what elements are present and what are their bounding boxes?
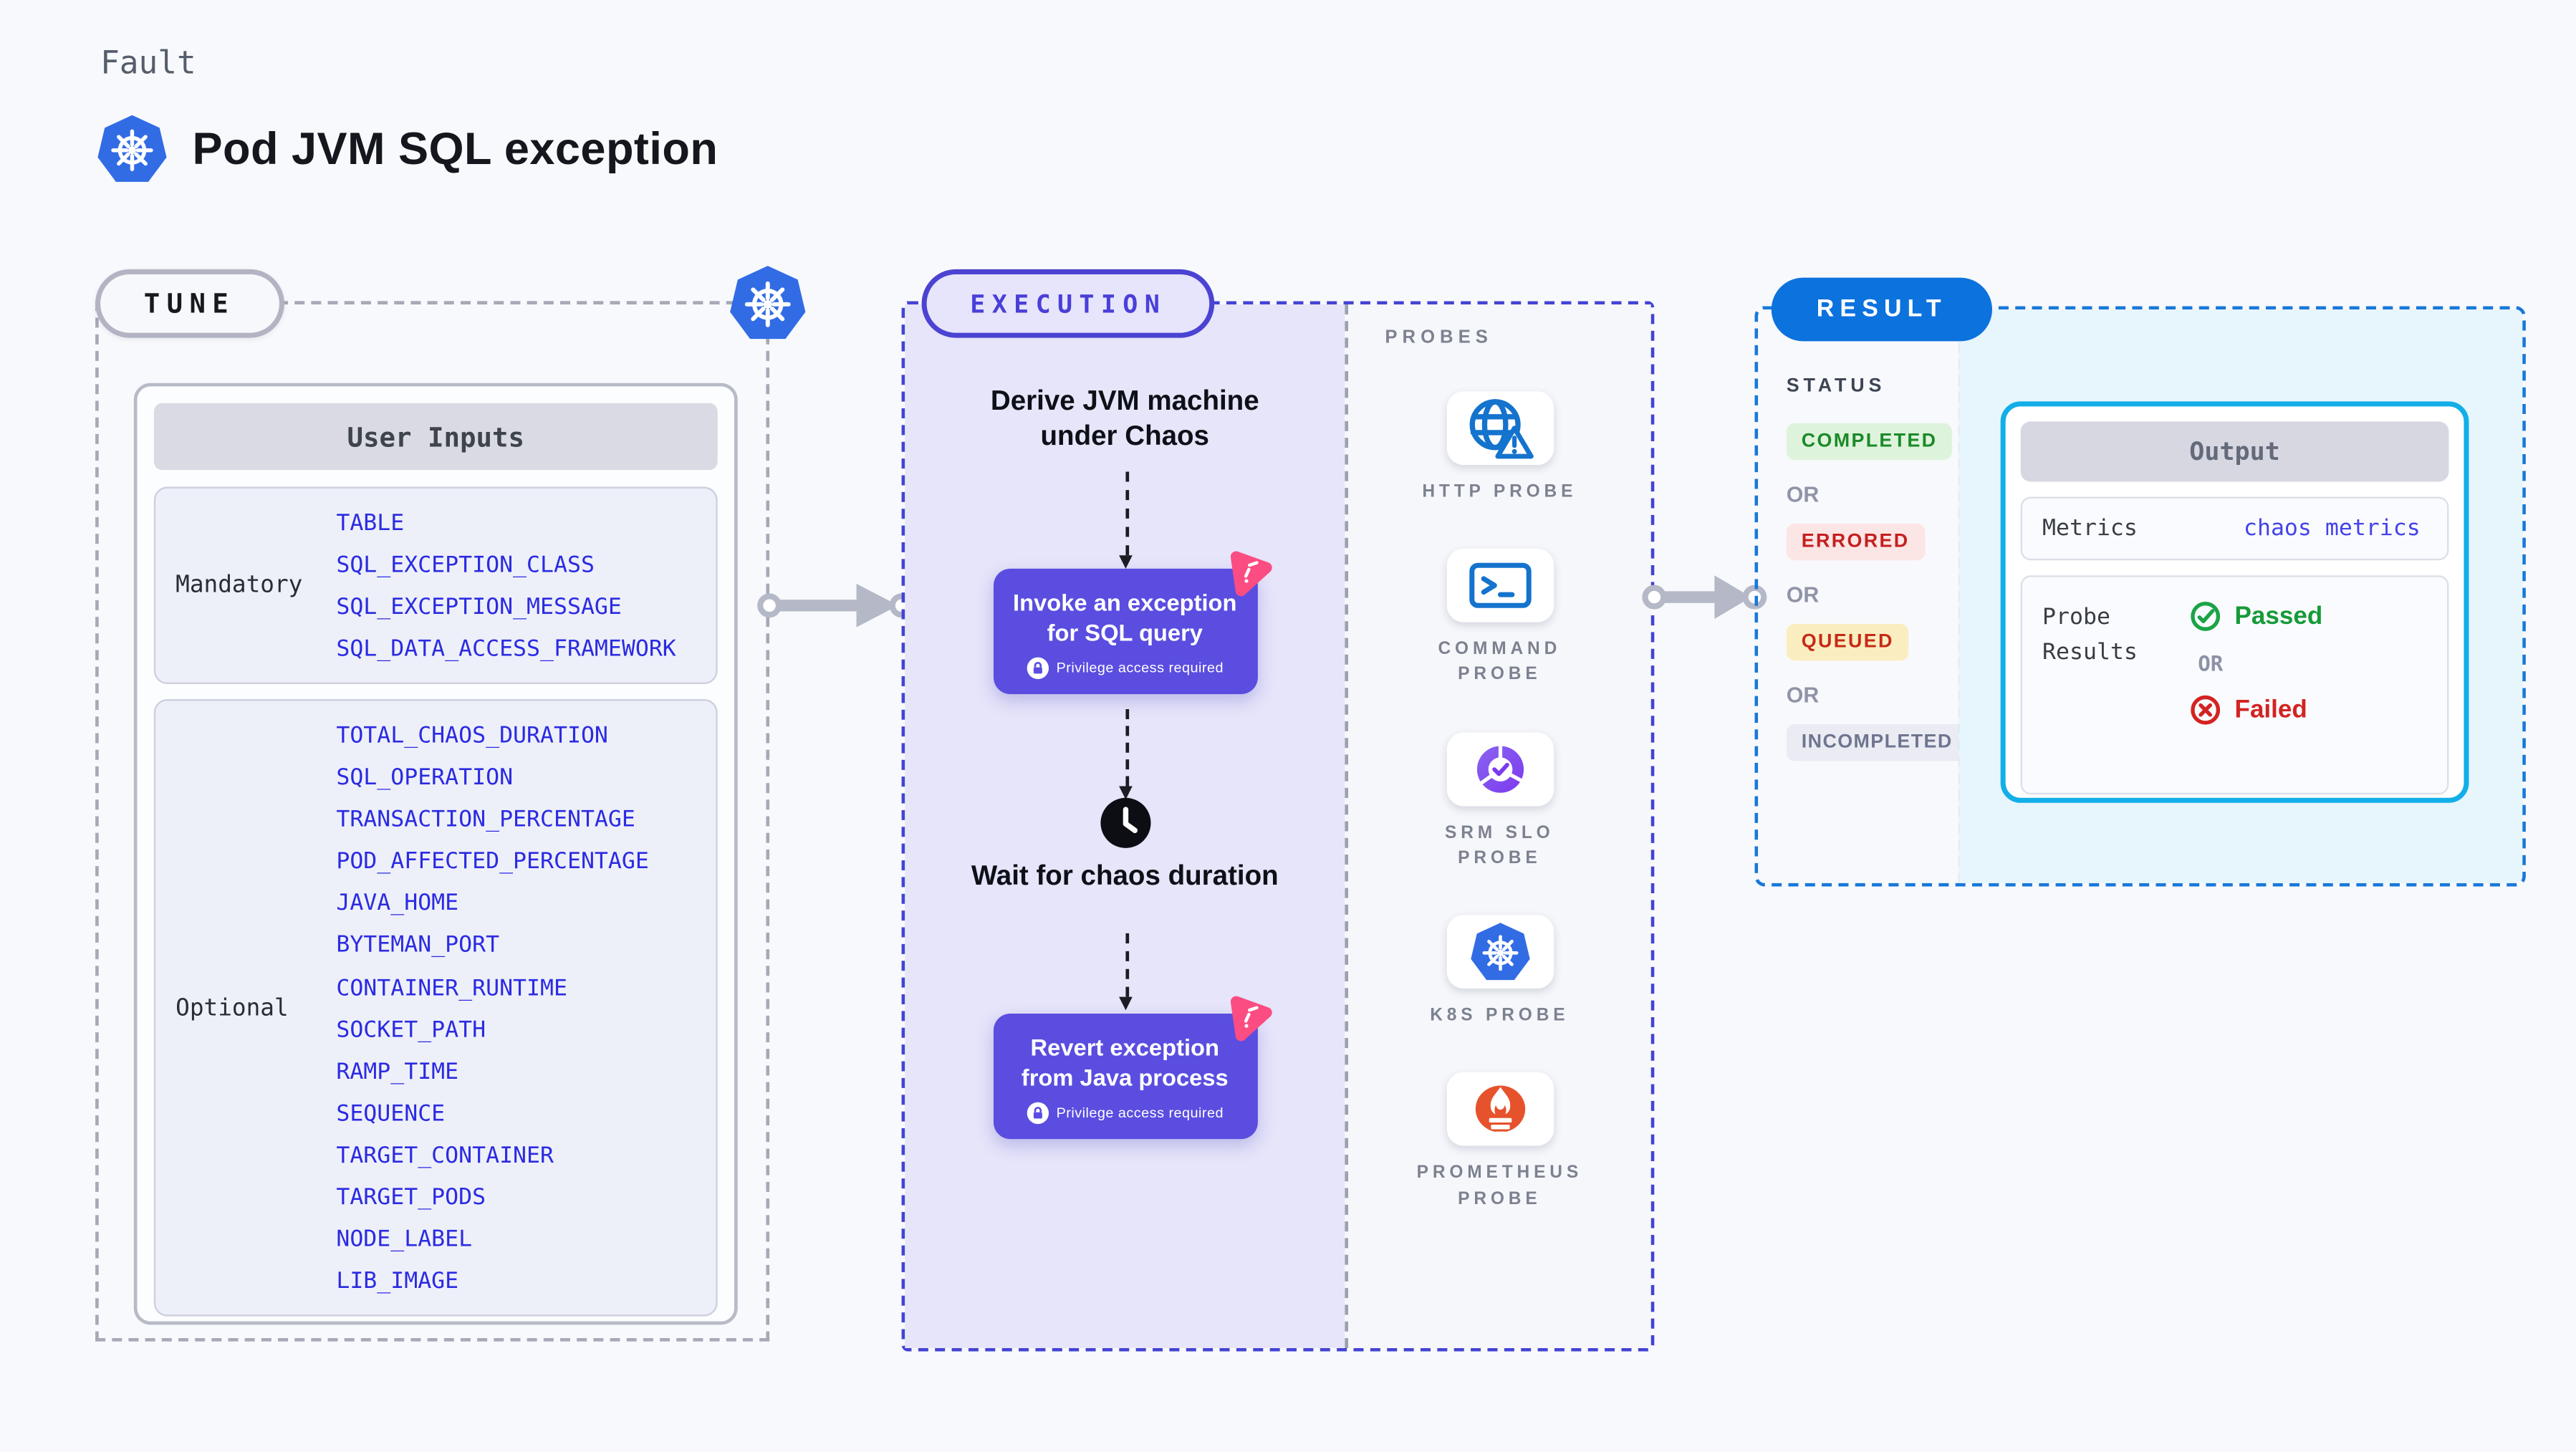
probes-panel: PROBES — [1345, 304, 1651, 1349]
or-label: OR — [1786, 481, 1820, 507]
or-label: OR — [1786, 682, 1820, 708]
page-header: Pod JVM SQL exception — [97, 114, 718, 184]
probes-to-result-arrow — [1642, 575, 1767, 619]
param-label: RAMP_TIME — [336, 1058, 459, 1085]
lock-icon — [1026, 657, 1048, 679]
invoke-exception-title: Invoke an exception for SQL query — [1013, 588, 1237, 647]
optional-param-list: TOTAL_CHAOS_DURATION SQL_OPERATION TRANSAC… — [336, 716, 716, 1299]
status-title: STATUS — [1786, 376, 1886, 397]
status-badge-completed: COMPLETED — [1786, 423, 1953, 461]
step-wait-duration: Wait for chaos duration — [971, 861, 1279, 892]
probe-results-label: Probe Results — [2042, 603, 2138, 666]
kubernetes-icon — [729, 264, 806, 341]
fault-kicker: Fault — [100, 45, 196, 82]
probe-item-k8s: K8S PROBE — [1406, 915, 1594, 1029]
clock-icon — [1098, 796, 1152, 857]
probe-item-prometheus: PROMETHEUS PROBE — [1406, 1072, 1594, 1212]
optional-params-row: Optional TOTAL_CHAOS_DURATION SQL_OPERATI… — [153, 699, 718, 1317]
output-title: Output — [2020, 421, 2449, 482]
failed-state: Failed — [2190, 694, 2323, 726]
passed-state: Passed — [2190, 600, 2322, 632]
status-badge-queued: QUEUED — [1786, 623, 1909, 661]
x-circle-icon — [2191, 695, 2221, 725]
mandatory-param-list: TABLE SQL_EXCEPTION_CLASS SQL_EXCEPTION_ME… — [336, 504, 716, 668]
prometheus-probe-icon — [1446, 1072, 1554, 1147]
status-badge-incompleted: INCOMPLETED — [1786, 724, 1968, 761]
litmus-chaos-icon — [1222, 992, 1276, 1046]
result-section: RESULT STATUS COMPLETED OR ERRORED OR QU… — [1754, 277, 2526, 887]
chaos-metrics-link: chaos metrics — [2244, 515, 2421, 542]
probe-results-states: Passed OR Failed — [2190, 600, 2323, 769]
srm-slo-probe-icon — [1446, 731, 1554, 806]
revert-exception-node: Revert exception from Java process Privi… — [992, 1014, 1257, 1139]
param-label: BYTEMAN_PORT — [336, 932, 500, 960]
param-label: TOTAL_CHAOS_DURATION — [336, 722, 608, 750]
execution-section: EXECUTION Derive JVM machine under Chaos… — [901, 269, 1655, 1352]
metrics-row: Metrics chaos metrics — [2020, 496, 2449, 561]
command-probe-icon — [1446, 549, 1554, 623]
http-probe-icon — [1446, 391, 1554, 466]
param-label: SQL_DATA_ACCESS_FRAMEWORK — [336, 635, 676, 663]
param-label: SEQUENCE — [336, 1100, 446, 1128]
flow-arrow-down-icon — [1119, 709, 1133, 800]
param-label: POD_AFFECTED_PERCENTAGE — [336, 848, 649, 875]
param-label: TARGET_CONTAINER — [336, 1142, 554, 1170]
param-label: SQL_EXCEPTION_MESSAGE — [336, 594, 622, 621]
probe-list: HTTP PROBE COMMAND PROBE — [1348, 391, 1651, 1256]
param-label: SQL_EXCEPTION_CLASS — [336, 552, 595, 580]
metrics-label: Metrics — [2042, 515, 2138, 542]
param-label: JAVA_HOME — [336, 890, 459, 918]
step-derive-jvm: Derive JVM machine under Chaos — [990, 386, 1259, 453]
result-pill: RESULT — [1771, 277, 1992, 342]
privilege-note: Privilege access required — [1006, 657, 1244, 679]
param-label: SOCKET_PATH — [336, 1016, 486, 1044]
flow-arrow-down-icon — [1119, 471, 1133, 569]
k8s-probe-icon — [1446, 915, 1554, 989]
user-inputs-card: User Inputs Mandatory TABLE SQL_EXCEPTION… — [133, 383, 738, 1325]
param-label: CONTAINER_RUNTIME — [336, 974, 567, 1001]
mandatory-params-row: Mandatory TABLE SQL_EXCEPTION_CLASS SQL_EX… — [153, 486, 718, 685]
check-circle-icon — [2191, 602, 2221, 631]
probes-title: PROBES — [1385, 327, 1493, 348]
status-column: STATUS COMPLETED OR ERRORED OR QUEUED OR… — [1758, 309, 1968, 883]
lock-icon — [1026, 1102, 1048, 1124]
probe-results-row: Probe Results Passed OR — [2020, 575, 2449, 795]
param-label: TABLE — [336, 510, 405, 537]
or-label: OR — [1786, 582, 1820, 607]
execution-flow: Derive JVM machine under Chaos Invoke an… — [905, 304, 1345, 1349]
kubernetes-icon — [97, 114, 167, 184]
litmus-chaos-icon — [1222, 547, 1276, 601]
param-label: NODE_LABEL — [336, 1226, 473, 1254]
tune-to-execution-arrow — [757, 583, 914, 628]
or-label: OR — [2198, 650, 2224, 676]
user-inputs-title: User Inputs — [153, 403, 718, 471]
privilege-note: Privilege access required — [1006, 1102, 1244, 1124]
probe-item-srm-slo: SRM SLO PROBE — [1406, 731, 1594, 872]
mandatory-label: Mandatory — [176, 572, 303, 599]
param-label: LIB_IMAGE — [336, 1268, 459, 1295]
optional-label: Optional — [176, 994, 289, 1021]
param-label: TARGET_PODS — [336, 1184, 486, 1211]
flow-arrow-down-icon — [1119, 933, 1133, 1011]
probe-item-command: COMMAND PROBE — [1406, 549, 1594, 688]
execution-pill: EXECUTION — [921, 269, 1215, 338]
param-label: TRANSACTION_PERCENTAGE — [336, 806, 635, 834]
page-title: Pod JVM SQL exception — [192, 122, 719, 173]
output-panel: Output Metrics chaos metrics Probe Resul… — [2000, 401, 2469, 803]
probe-item-http: HTTP PROBE — [1406, 391, 1594, 505]
output-region: Output Metrics chaos metrics Probe Resul… — [1959, 309, 2523, 883]
tune-pill: TUNE — [95, 269, 284, 338]
invoke-exception-node: Invoke an exception for SQL query Privil… — [992, 569, 1257, 694]
param-label: SQL_OPERATION — [336, 764, 514, 792]
status-badge-errored: ERRORED — [1786, 523, 1925, 561]
revert-exception-title: Revert exception from Java process — [1021, 1034, 1229, 1092]
